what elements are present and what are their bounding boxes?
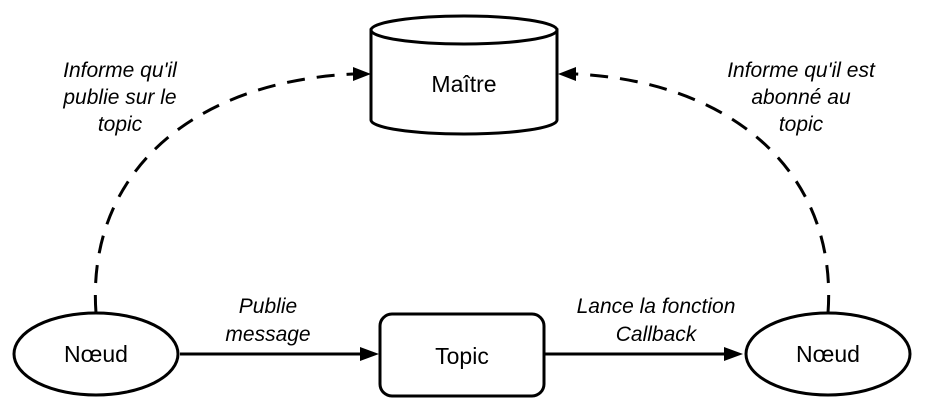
master-database-node: Maître (369, 14, 559, 136)
publisher-label: Nœud (64, 341, 128, 367)
subscriber-to-master-label-line-1: Informe qu'il est (727, 59, 876, 82)
publisher-to-master-label-line-1: Informe qu'il (63, 59, 178, 82)
publisher-to-topic-label-line-2: message (225, 323, 310, 346)
publisher-to-master-dashed-arrow (93, 72, 354, 314)
topic-node: Topic (378, 312, 546, 398)
subscriber-to-master-label: Informe qu'il est abonné au topic (727, 59, 876, 136)
publisher-to-topic-label-line-1: Publie (239, 295, 297, 318)
subscriber-label: Nœud (796, 341, 860, 367)
publisher-to-topic-arrowhead (360, 347, 379, 361)
publisher-to-master-label: Informe qu'il publie sur le topic (62, 59, 178, 136)
publisher-to-master-label-line-2: publie sur le (62, 86, 176, 109)
topic-label: Topic (435, 343, 489, 369)
subscriber-to-master-dashed-arrow (575, 72, 831, 314)
master-label: Maître (431, 71, 496, 97)
publisher-to-topic-label: Publie message (225, 295, 310, 346)
publisher-to-master-arrowhead (353, 67, 371, 81)
subscriber-to-master-label-line-2: abonné au (751, 86, 851, 109)
topic-to-subscriber-arrowhead (724, 347, 743, 361)
topic-to-subscriber-label-line-2: Callback (616, 323, 698, 346)
topic-to-subscriber-label: Lance la fonction Callback (577, 295, 736, 346)
topic-to-subscriber-label-line-1: Lance la fonction (577, 295, 736, 318)
subscriber-to-master-arrowhead (558, 67, 576, 81)
subscriber-node: Nœud (744, 311, 912, 397)
publisher-node: Nœud (12, 311, 180, 397)
subscriber-to-master-label-line-3: topic (779, 113, 824, 136)
publisher-to-master-label-line-3: topic (98, 113, 143, 136)
